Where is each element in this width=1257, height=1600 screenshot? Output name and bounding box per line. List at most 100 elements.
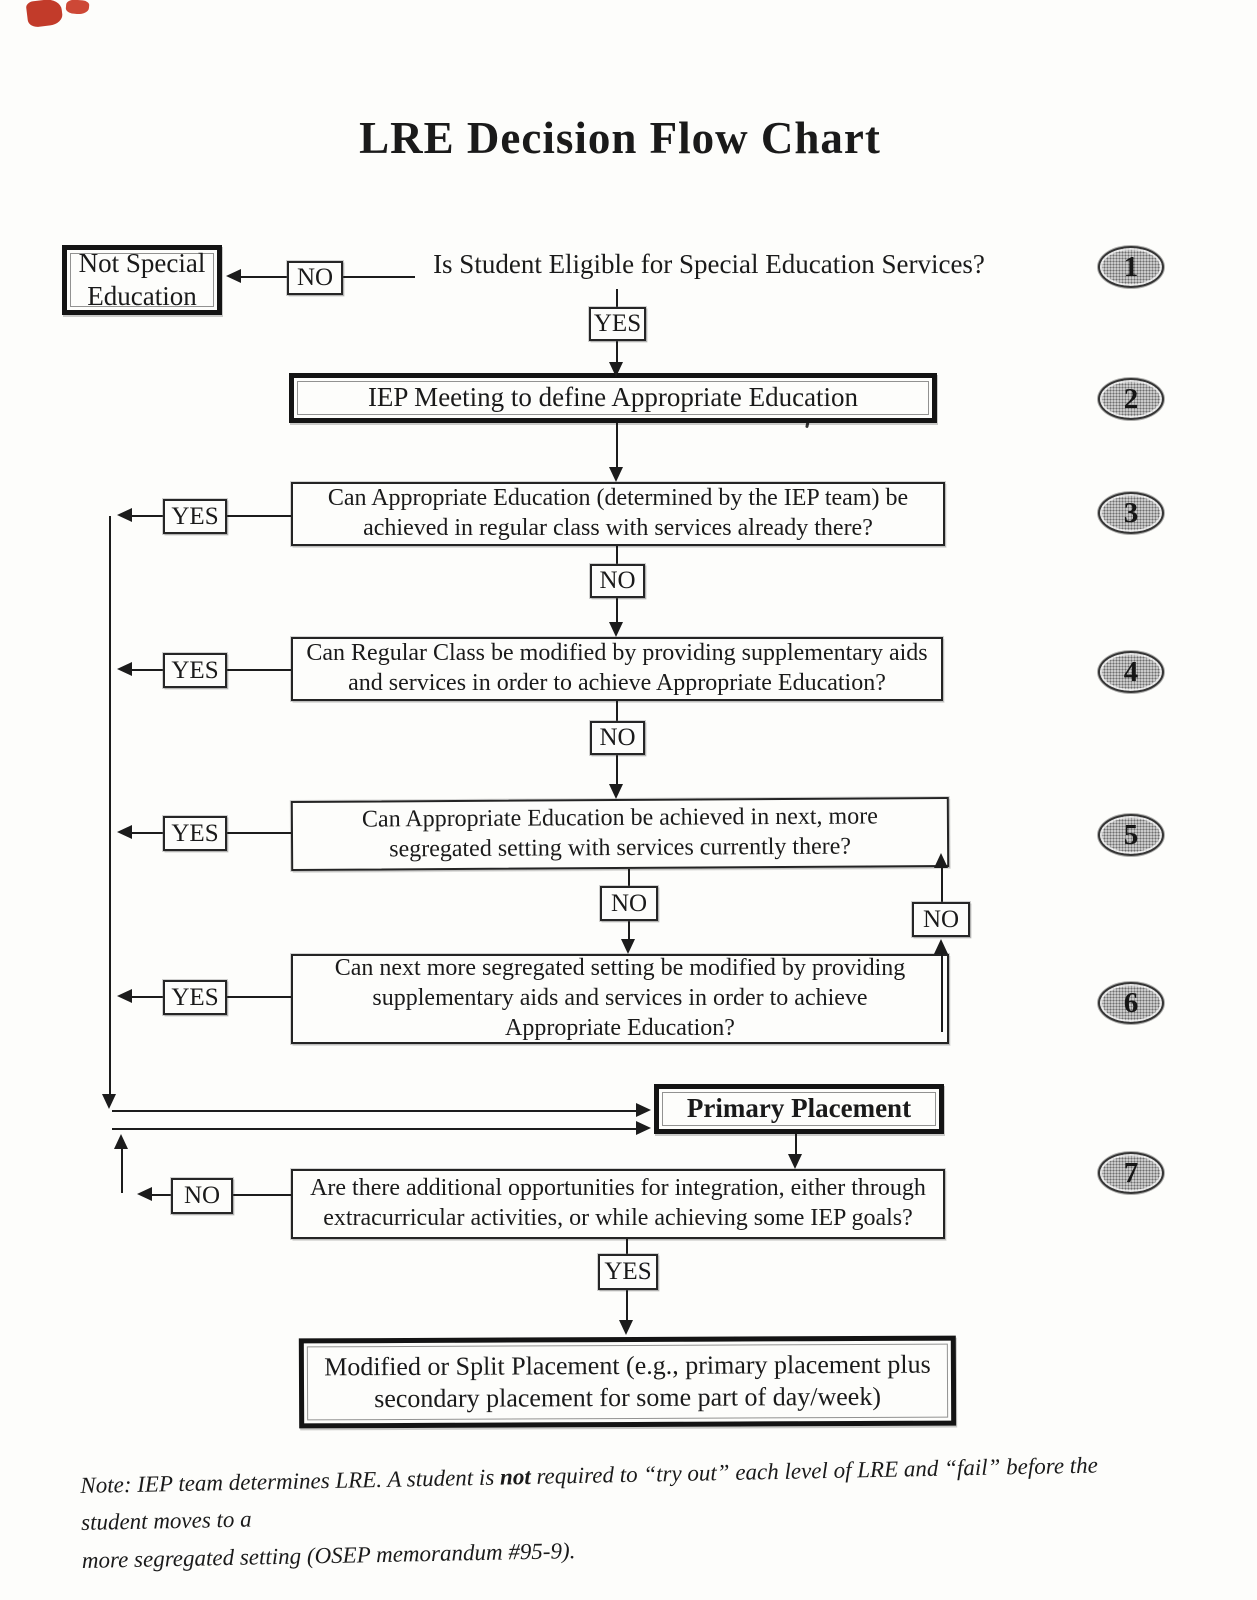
question-regular-class-modified: Can Regular Class be modified by providi… bbox=[291, 637, 943, 701]
question-line: Can Appropriate Education be achieved in… bbox=[361, 803, 878, 833]
question-additional-integration: Are there additional opportunities for i… bbox=[291, 1169, 945, 1239]
connector bbox=[616, 755, 618, 785]
label-no-q3: NO bbox=[590, 564, 645, 598]
arrowhead-no-q7 bbox=[137, 1187, 152, 1201]
connector bbox=[132, 669, 164, 671]
arrowhead-to-q7 bbox=[788, 1154, 802, 1169]
question-next-setting-modified: Can next more segregated setting be modi… bbox=[291, 954, 949, 1044]
connector bbox=[795, 1134, 797, 1156]
label-no-q6-loop: NO bbox=[912, 902, 970, 937]
question-regular-class-services: Can Appropriate Education (determined by… bbox=[291, 482, 945, 546]
footnote: Note: IEP team determines LRE. A student… bbox=[80, 1445, 1167, 1579]
arrowhead-to-q6 bbox=[621, 939, 635, 954]
connector bbox=[227, 996, 291, 998]
label-no-q5: NO bbox=[600, 886, 658, 921]
scan-artifact-red-mark bbox=[25, 0, 64, 29]
connector bbox=[616, 423, 618, 468]
connector bbox=[152, 1194, 172, 1196]
arrowhead-no-q7-return bbox=[114, 1134, 128, 1149]
placement-feed-line bbox=[112, 1128, 636, 1130]
box-primary-placement: Primary Placement bbox=[654, 1084, 944, 1134]
question-line: supplementary aids and services in order… bbox=[372, 985, 868, 1012]
step-circle-4: 4 bbox=[1098, 651, 1164, 693]
loop-connector bbox=[941, 868, 943, 902]
yes-trunk-line bbox=[109, 516, 111, 1096]
question-line: extracurricular activities, or while ach… bbox=[323, 1205, 913, 1231]
question-line: segregated setting with services current… bbox=[389, 833, 852, 863]
connector bbox=[626, 1239, 628, 1254]
connector bbox=[616, 546, 618, 564]
label-no-q7: NO bbox=[171, 1178, 233, 1214]
connector bbox=[132, 515, 164, 517]
label-yes-q3: YES bbox=[163, 499, 227, 534]
arrowhead-loop-into-q5 bbox=[934, 853, 948, 868]
box-iep-meeting: IEP Meeting to define Appropriate Educat… bbox=[289, 373, 937, 423]
loop-connector bbox=[941, 954, 943, 1032]
arrowhead-to-not-special bbox=[226, 269, 241, 283]
arrowhead-yes-q6 bbox=[117, 989, 132, 1003]
label-yes-q4: YES bbox=[163, 653, 227, 688]
terminal-not-special-education: Not Special Education bbox=[62, 245, 222, 315]
arrowhead-to-q4 bbox=[609, 622, 623, 637]
box-line: Education bbox=[87, 281, 197, 311]
connector bbox=[132, 996, 164, 998]
connector bbox=[227, 515, 291, 517]
footnote-lead: Note: IEP team determines LRE. A student… bbox=[80, 1464, 501, 1498]
step-circle-6: 6 bbox=[1098, 982, 1164, 1024]
label-yes-eligibility: YES bbox=[589, 307, 646, 341]
arrowhead-yes-q5 bbox=[117, 825, 132, 839]
box-line: Not Special bbox=[78, 247, 206, 278]
question-line: Appropriate Education? bbox=[505, 1014, 735, 1041]
box-line: secondary placement for some part of day… bbox=[374, 1381, 882, 1414]
scan-artifact-red-mark bbox=[65, 0, 90, 15]
box-modified-split-placement: Modified or Split Placement (e.g., prima… bbox=[298, 1335, 957, 1429]
arrowhead-yes-q3 bbox=[117, 508, 132, 522]
arrowhead-loop-to-no bbox=[934, 939, 948, 954]
question-line: achieved in regular class with services … bbox=[363, 515, 873, 541]
step-circle-3: 3 bbox=[1098, 492, 1164, 534]
box-line: Primary Placement bbox=[686, 1093, 912, 1124]
step-circle-5: 5 bbox=[1098, 814, 1164, 856]
connector bbox=[132, 832, 164, 834]
question-next-setting-services: Can Appropriate Education be achieved in… bbox=[290, 796, 950, 872]
connector bbox=[233, 1194, 291, 1196]
box-line: Modified or Split Placement (e.g., prima… bbox=[324, 1349, 931, 1382]
connector bbox=[227, 669, 291, 671]
connector bbox=[628, 921, 630, 941]
label-no-eligibility: NO bbox=[287, 261, 343, 295]
arrowhead-yes-q4 bbox=[117, 662, 132, 676]
arrowhead-to-modified-placement bbox=[619, 1320, 633, 1335]
question-line: Can Appropriate Education (determined by… bbox=[327, 485, 909, 512]
arrowhead-to-q5 bbox=[609, 784, 623, 799]
step-circle-7: 7 bbox=[1098, 1152, 1164, 1194]
connector bbox=[227, 832, 291, 834]
connector bbox=[616, 701, 618, 721]
label-yes-q6: YES bbox=[163, 980, 227, 1015]
arrowhead-to-primary-placement bbox=[636, 1121, 651, 1135]
connector bbox=[626, 1290, 628, 1322]
label-yes-q5: YES bbox=[163, 816, 227, 851]
arrowhead-to-q3 bbox=[609, 467, 623, 482]
question-line: Can Regular Class be modified by providi… bbox=[306, 640, 928, 667]
connector bbox=[616, 289, 618, 307]
box-line: IEP Meeting to define Appropriate Educat… bbox=[367, 382, 859, 413]
page-title: LRE Decision Flow Chart bbox=[359, 113, 881, 163]
connector bbox=[240, 276, 288, 278]
connector bbox=[121, 1149, 123, 1193]
step-circle-2: 2 bbox=[1098, 378, 1164, 420]
label-yes-q7: YES bbox=[598, 1254, 658, 1290]
connector bbox=[628, 869, 630, 886]
arrowhead-yes-trunk bbox=[102, 1094, 116, 1109]
connector bbox=[343, 276, 415, 278]
step-circle-1: 1 bbox=[1098, 246, 1164, 288]
connector bbox=[616, 341, 618, 366]
placement-feed-line bbox=[112, 1110, 636, 1112]
question-line: Are there additional opportunities for i… bbox=[310, 1175, 926, 1202]
arrowhead-to-iep-meeting bbox=[609, 362, 623, 377]
question-line: Can next more segregated setting be modi… bbox=[334, 955, 906, 982]
question-eligibility: Is Student Eligible for Special Educatio… bbox=[433, 249, 985, 279]
label-no-q4: NO bbox=[590, 721, 645, 755]
connector bbox=[616, 598, 618, 623]
question-line: and services in order to achieve Appropr… bbox=[348, 670, 886, 696]
